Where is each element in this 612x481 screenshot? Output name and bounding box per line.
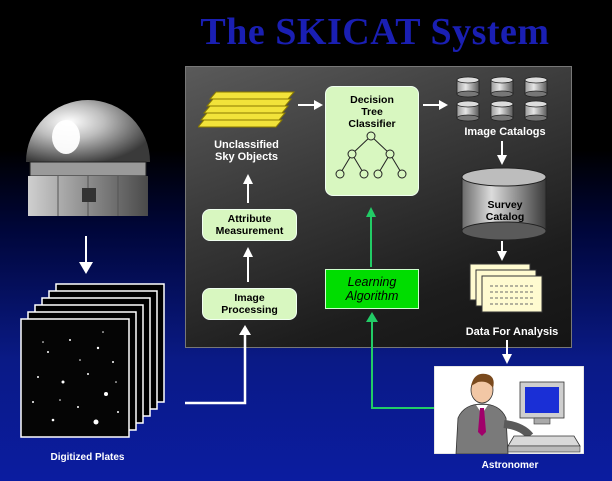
arrow-dome-to-plates (79, 236, 93, 274)
attribute-measurement-box: Attribute Measurement (202, 209, 297, 241)
survey-catalog-icon (461, 167, 547, 241)
digitized-plates-label: Digitized Plates (50, 452, 125, 463)
unclassified-objects-icon (198, 91, 296, 128)
tree-diagram-icon (335, 131, 407, 179)
astronomer-illustration (434, 366, 584, 454)
arrow-to-data-analysis (497, 241, 507, 261)
image-catalogs-icon (456, 76, 548, 122)
arrow-to-astronomer (502, 340, 512, 364)
digitized-plates-stack (20, 283, 165, 438)
arrow-to-unclassified (243, 174, 253, 203)
decision-tree-label: Decision Tree Classifier (348, 94, 396, 130)
image-processing-box: Image Processing (202, 288, 297, 320)
arrow-to-attribute (243, 247, 253, 282)
astronomer-label: Astronomer (481, 460, 539, 471)
arrow-astronomer-to-learning (366, 312, 434, 409)
survey-catalog-label: Survey Catalog (485, 199, 525, 223)
arrow-to-survey-catalog (497, 141, 507, 165)
learning-algorithm-box: Learning Algorithm (325, 269, 419, 309)
arrow-to-decision-tree (298, 100, 323, 110)
arrow-to-image-catalogs (423, 100, 448, 110)
data-sheets-icon (469, 263, 543, 313)
image-catalogs-label: Image Catalogs (464, 126, 546, 138)
arrow-plates-to-processing (185, 325, 251, 405)
page-title: The SKICAT System (200, 11, 550, 53)
observatory-dome-icon (26, 100, 150, 216)
decision-tree-box: Decision Tree Classifier (325, 86, 419, 196)
data-for-analysis-label: Data For Analysis (465, 326, 559, 338)
arrow-learning-to-tree (366, 207, 376, 267)
unclassified-label: Unclassified Sky Objects (214, 139, 279, 163)
